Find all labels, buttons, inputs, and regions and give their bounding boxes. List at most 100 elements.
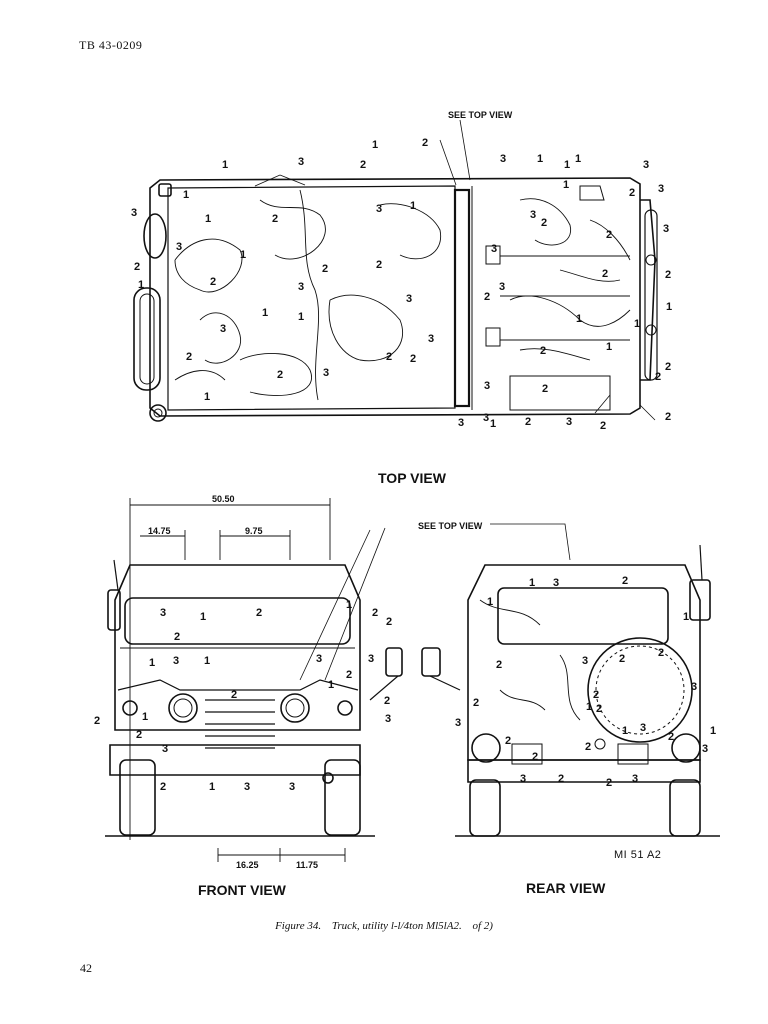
callout-number: 1 xyxy=(490,418,496,430)
callout-number: 3 xyxy=(702,743,708,755)
front-view-grille xyxy=(205,699,275,749)
rear-view-title: REAR VIEW xyxy=(526,880,606,896)
front-view-drawing xyxy=(107,559,361,836)
callout-number: 1 xyxy=(563,179,569,191)
callout-number: 2 xyxy=(210,276,216,288)
callout-number: 2 xyxy=(496,659,502,671)
callout-number: 2 xyxy=(606,229,612,241)
callout-number: 2 xyxy=(376,259,382,271)
callout-number: 3 xyxy=(643,159,649,171)
rear-view-spare-tire xyxy=(587,637,693,743)
dimension-overall: 50.50 xyxy=(212,494,235,504)
callout-number: 3 xyxy=(406,293,412,305)
caption-text: Truck, utility l-l/4ton Ml5lA2. xyxy=(331,920,462,932)
callout-number: 1 xyxy=(142,711,148,723)
callout-number: 2 xyxy=(668,731,674,743)
side-mirrors xyxy=(369,647,461,701)
callout-number: 1 xyxy=(200,611,206,623)
callout-number: 2 xyxy=(542,383,548,395)
callout-number: 2 xyxy=(602,268,608,280)
callout-number: 1 xyxy=(346,599,352,611)
callout-number: 1 xyxy=(204,655,210,667)
callout-number: 1 xyxy=(372,139,378,151)
top-view-windshield xyxy=(453,188,471,408)
callout-number: 1 xyxy=(204,391,210,403)
top-view-body-outline xyxy=(149,177,641,417)
callout-number: 1 xyxy=(710,725,716,737)
callout-number: 2 xyxy=(658,647,664,659)
callout-number: 2 xyxy=(160,781,166,793)
callout-number: 2 xyxy=(665,269,671,281)
callout-number: 2 xyxy=(272,213,278,225)
rear-view-window xyxy=(497,587,669,645)
front-view-title: FRONT VIEW xyxy=(198,882,286,898)
callout-number: 2 xyxy=(532,751,538,763)
front-view-headlight-right xyxy=(280,693,310,723)
callout-number: 1 xyxy=(328,679,334,691)
page-number: 42 xyxy=(80,961,92,975)
dimension-bottom-right: 11.75 xyxy=(296,860,318,870)
callout-number: 1 xyxy=(586,701,592,713)
callout-number: 2 xyxy=(174,631,180,643)
callout-number: 2 xyxy=(484,291,490,303)
callout-number: 3 xyxy=(131,207,137,219)
callout-number: 3 xyxy=(323,367,329,379)
callout-number: 3 xyxy=(162,743,168,755)
callout-number: 3 xyxy=(455,717,461,729)
callout-number: 2 xyxy=(136,729,142,741)
callout-number: 1 xyxy=(262,307,268,319)
callout-number: 2 xyxy=(346,669,352,681)
callout-number: 3 xyxy=(298,156,304,168)
callout-number: 2 xyxy=(619,653,625,665)
callout-number: 1 xyxy=(634,318,640,330)
callout-number: 1 xyxy=(149,657,155,669)
callout-number: 1 xyxy=(575,153,581,165)
figure-caption: Figure 34. Truck, utility l-l/4ton Ml5lA… xyxy=(0,920,768,932)
callout-number: 2 xyxy=(422,137,428,149)
callout-number: 1 xyxy=(564,159,570,171)
callout-number: 3 xyxy=(220,323,226,335)
callout-number: 2 xyxy=(665,361,671,373)
rear-view-drawing xyxy=(467,544,711,837)
figure-code: MI 51 A2 xyxy=(614,849,662,861)
callout-number: 2 xyxy=(600,420,606,432)
callout-number: 3 xyxy=(530,209,536,221)
callout-number: 3 xyxy=(566,416,572,428)
callout-number: 1 xyxy=(622,725,628,737)
callout-number: 2 xyxy=(541,217,547,229)
callout-number: 2 xyxy=(322,263,328,275)
document-id: TB 43-0209 xyxy=(79,38,143,52)
callout-number: 3 xyxy=(484,380,490,392)
callout-number: 3 xyxy=(385,713,391,725)
dimension-bottom-left: 16.25 xyxy=(236,860,259,870)
front-view-windshield xyxy=(124,597,351,645)
callout-number: 1 xyxy=(183,189,189,201)
callout-number: 1 xyxy=(209,781,215,793)
callout-number: 2 xyxy=(410,353,416,365)
callout-number: 2 xyxy=(525,416,531,428)
callout-number: 1 xyxy=(240,249,246,261)
callout-number: 2 xyxy=(94,715,100,727)
callout-number: 2 xyxy=(505,735,511,747)
callout-number: 1 xyxy=(529,577,535,589)
callout-number: 3 xyxy=(499,281,505,293)
callout-number: 3 xyxy=(582,655,588,667)
front-view-headlight-left xyxy=(168,693,198,723)
callout-number: 3 xyxy=(500,153,506,165)
caption-prefix: Figure 34. xyxy=(275,920,322,932)
callout-number: 2 xyxy=(256,607,262,619)
callout-number: 3 xyxy=(658,183,664,195)
callout-number: 1 xyxy=(205,213,211,225)
callout-number: 2 xyxy=(558,773,564,785)
callout-number: 3 xyxy=(520,773,526,785)
callout-number: 3 xyxy=(176,241,182,253)
callout-number: 3 xyxy=(663,223,669,235)
caption-suffix: of 2) xyxy=(472,920,493,932)
see-top-view-label-top: SEE TOP VIEW xyxy=(448,110,513,120)
callout-number: 2 xyxy=(606,777,612,789)
callout-number: 3 xyxy=(632,773,638,785)
front-view-dimensions xyxy=(129,498,346,862)
